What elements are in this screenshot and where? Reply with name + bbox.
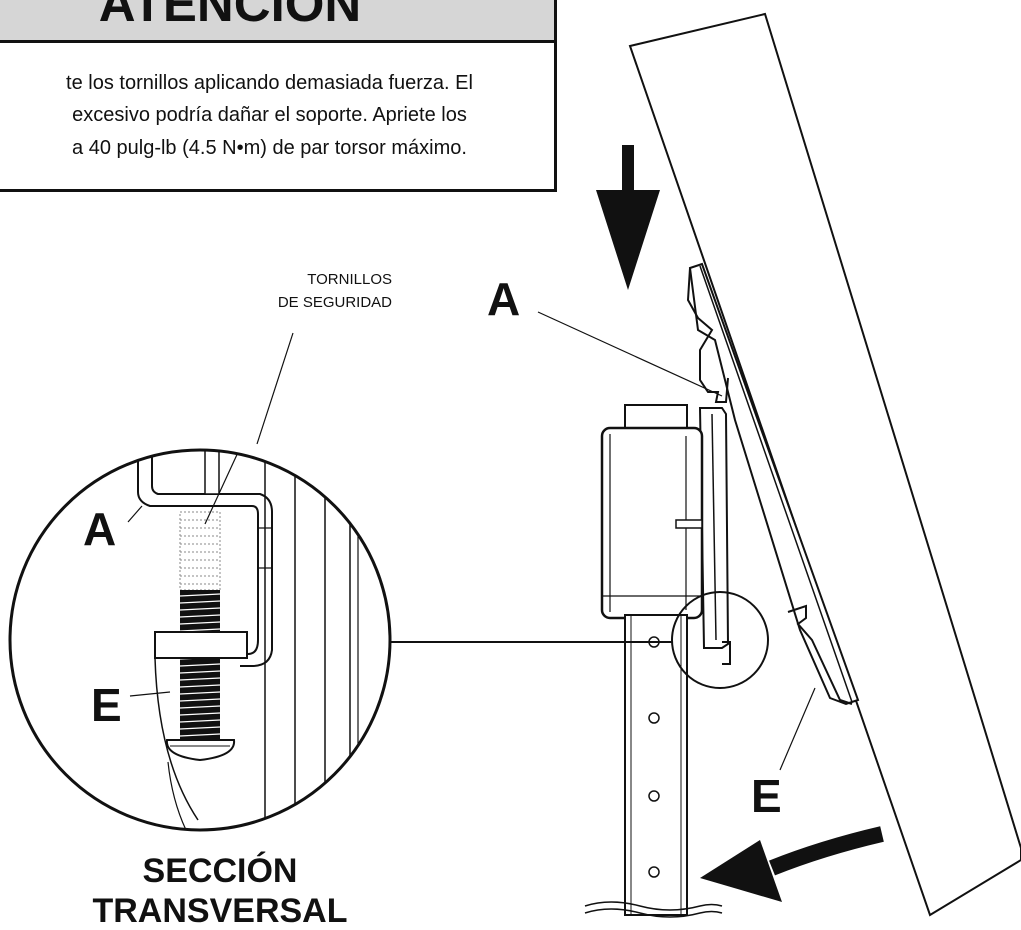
- warning-line-2: excesivo podría dañar el soporte. Apriet…: [72, 104, 467, 126]
- warning-title: ATENCIÓN: [98, 0, 362, 32]
- curved-arrow-icon: [769, 826, 884, 876]
- tv-panel: [628, 12, 1021, 917]
- label-a-main: A: [487, 273, 521, 325]
- tv-bracket: [688, 262, 860, 706]
- warning-line-3: a 40 pulg-lb (4.5 N•m) de par torsor máx…: [72, 137, 467, 159]
- pole-hole: [648, 790, 660, 802]
- pole-hole: [648, 712, 660, 724]
- section-title-line-1: SECCIÓN: [142, 852, 298, 890]
- down-arrow-icon: [596, 145, 660, 290]
- cross-section-detail: [10, 450, 390, 830]
- warning-body: [0, 40, 557, 192]
- label-e-main: E: [751, 770, 782, 822]
- curved-arrow-head: [700, 840, 782, 902]
- pole-break-lines: [584, 901, 723, 911]
- label-a-detail: A: [83, 503, 117, 555]
- bracket-hook-lower: [787, 604, 853, 705]
- screw-head: [165, 739, 236, 762]
- pole-hole: [648, 866, 660, 878]
- label-e-detail: E: [91, 679, 122, 731]
- security-screws-callout-line-2: DE SEGURIDAD: [277, 294, 392, 311]
- detail-circle: [8, 448, 392, 832]
- mounting-pole: [624, 614, 688, 916]
- section-title-line-2: TRANSVERSAL: [92, 892, 348, 930]
- warning-line-1: te los tornillos aplicando demasiada fue…: [66, 72, 473, 94]
- security-screws-callout-line-1: TORNILLOS: [307, 271, 392, 288]
- bracket-hook-upper: [686, 267, 729, 403]
- detail-marker-circle: [671, 591, 769, 689]
